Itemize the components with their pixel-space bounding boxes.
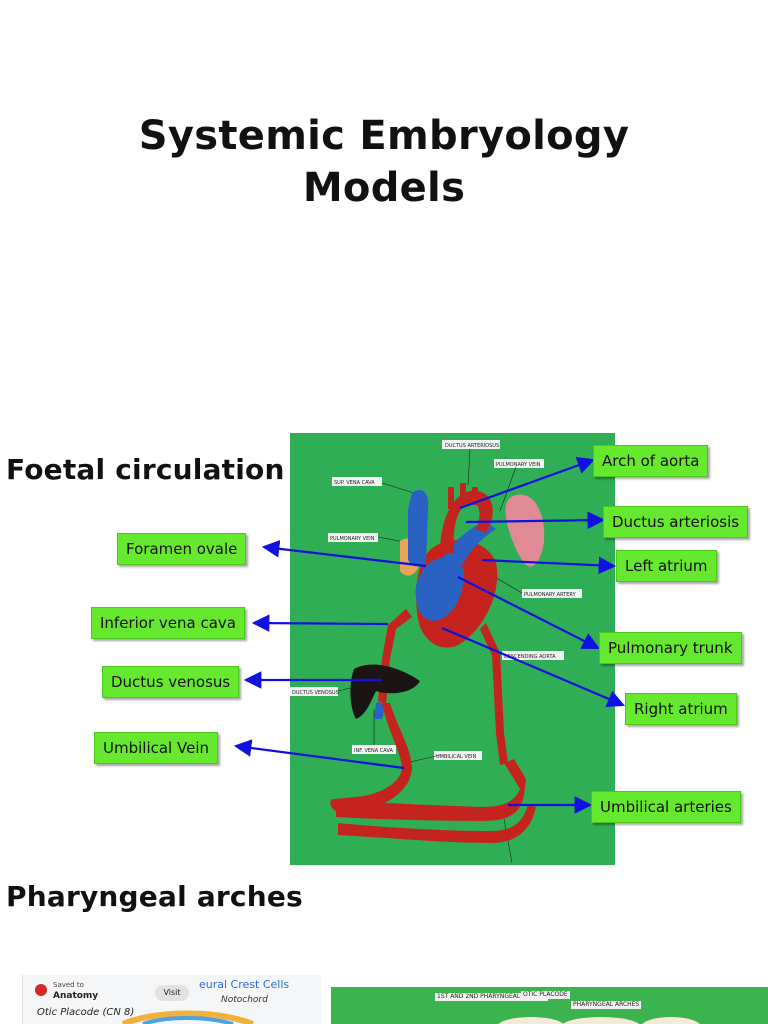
tag-descending-aorta: DESCENDING AORTA — [504, 654, 556, 660]
tag-otic-placode: OTIC PLACODE — [521, 991, 570, 999]
pharyngeal-diagram-preview: Saved to Anatomy Visit eural Crest Cells… — [22, 975, 321, 1024]
model-shapes — [498, 1017, 700, 1024]
callout-right-atrium: Right atrium — [625, 693, 737, 725]
callout-ductus-arteriosis: Ductus arteriosis — [603, 506, 749, 538]
otic-placode-label: Otic Placode (CN 8) — [37, 1007, 135, 1018]
pin-icon — [35, 984, 47, 996]
tag-ductus-venosus: DUCTUS VENOSUS — [292, 690, 339, 696]
embryo-sketch — [121, 1010, 255, 1024]
title-line-2: Models — [302, 165, 466, 211]
slide-title: Systemic Embryology Models — [0, 110, 768, 214]
saved-to-label: Saved to — [53, 981, 84, 989]
tag-pulmonary-artery: PULMONARY ARTERY — [524, 592, 577, 598]
neural-crest-heading: eural Crest Cells — [199, 978, 290, 991]
callout-umbilical-arteries: Umbilical arteries — [591, 791, 741, 823]
tag-umbilical-vein: UMBILICAL VEIN — [436, 754, 476, 760]
callout-inferior-vena-cava: Inferior vena cava — [91, 607, 245, 639]
visit-button[interactable]: Visit — [155, 985, 189, 1001]
foetal-circulation-heading: Foetal circulation — [6, 453, 285, 486]
board-name: Anatomy — [53, 991, 99, 1001]
callout-left-atrium: Left atrium — [616, 550, 717, 582]
callout-foramen-ovale: Foramen ovale — [117, 533, 247, 565]
notochord-label: Notochord — [221, 995, 268, 1005]
tag-sup-vena-cava: SUP. VENA CAVA — [334, 480, 375, 486]
tag-inf-vena-cava: INF. VENA CAVA — [354, 748, 393, 754]
tag-ductus-arteriosus: DUCTUS ARTERIOSUS — [445, 443, 499, 449]
tag-pulmonary-vein-left: PULMONARY VEIN — [330, 536, 375, 542]
pharyngeal-arches-heading: Pharyngeal arches — [6, 880, 303, 913]
callout-ductus-venosus: Ductus venosus — [102, 666, 240, 698]
foetal-circulation-model-photo: DUCTUS ARTERIOSUS PULMONARY VEIN SUP. VE… — [290, 433, 615, 865]
tag-pulmonary-vein-top: PULMONARY VEIN — [496, 462, 541, 468]
tag-pharyngeal-arches: PHARYNGEAL ARCHES — [571, 1001, 642, 1009]
tag-1st-2nd-arches: 1ST AND 2ND PHARYNGEAL ARCHES — [435, 993, 549, 1001]
title-line-1: Systemic Embryology — [138, 113, 630, 159]
callout-umbilical-vein: Umbilical Vein — [94, 732, 218, 764]
callout-pulmonary-trunk: Pulmonary trunk — [599, 632, 742, 664]
callout-arch-of-aorta: Arch of aorta — [593, 445, 709, 477]
pharyngeal-model-photo: 1ST AND 2ND PHARYNGEAL ARCHES OTIC PLACO… — [331, 987, 768, 1024]
